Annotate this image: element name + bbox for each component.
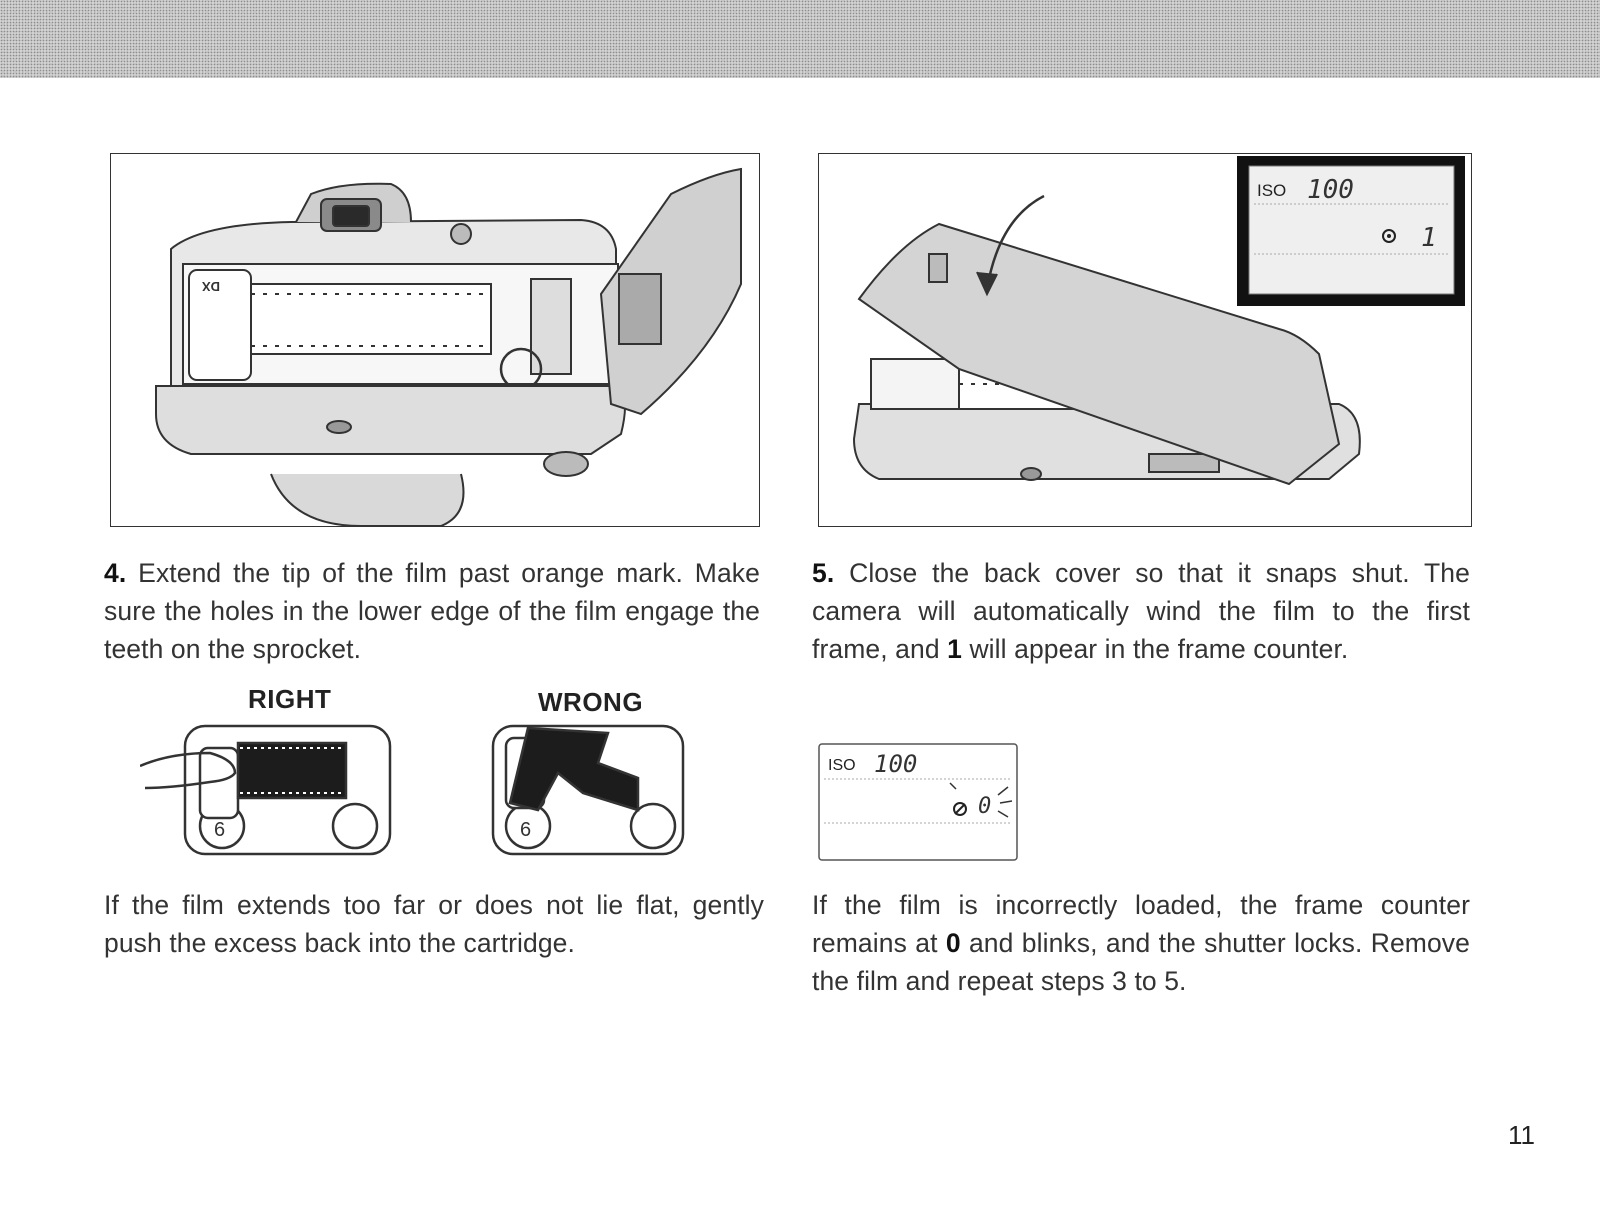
lcd-small-iso-value: 100 (874, 750, 917, 778)
lcd-small-frame-counter: 0 (978, 794, 991, 819)
camera-back-closing-drawing: ISO 100 1 (852, 156, 1465, 486)
lcd-small-iso-label: ISO (828, 757, 856, 774)
svg-text:6: 6 (520, 819, 531, 841)
film-loading-illustration: DX (110, 153, 760, 527)
top-halftone-band (0, 0, 1600, 78)
lcd-frame-counter: 1 (1421, 223, 1437, 253)
note-5-text: If the film is incorrectly loaded, the f… (812, 890, 1470, 996)
wrong-label: WRONG (538, 687, 644, 717)
note-4-text: If the film extends too far or does not … (104, 890, 764, 958)
step-4-text: 4. Extend the tip of the film past orang… (104, 554, 760, 668)
lcd-iso-label: ISO (1257, 181, 1286, 200)
step-5-number: 5. (812, 558, 835, 588)
dx-mark: DX (202, 279, 220, 294)
camera-back-open-drawing: DX (155, 167, 742, 526)
close-back-cover-illustration: ISO 100 1 (818, 153, 1472, 527)
film-loaded-icon (1382, 229, 1396, 243)
right-loading-diagram: 6 (140, 724, 392, 856)
wrong-loading-diagram: 6 (491, 724, 685, 856)
blink-rays-icon (949, 782, 1013, 818)
right-label: RIGHT (248, 684, 332, 714)
page-number: 11 (1508, 1120, 1535, 1150)
lcd-iso-value: 100 (1307, 175, 1354, 205)
svg-text:6: 6 (214, 819, 225, 841)
blinking-counter-lcd: ISO 100 0 (818, 743, 1018, 861)
frame-one-value: 1 (947, 634, 962, 664)
step-5-text: 5. Close the back cover so that it snaps… (812, 558, 1470, 664)
step-4-number: 4. (104, 558, 127, 588)
step-4-body: Extend the tip of the film past orange m… (104, 558, 760, 664)
zero-value: 0 (945, 928, 961, 958)
film-loaded-icon (953, 802, 967, 816)
